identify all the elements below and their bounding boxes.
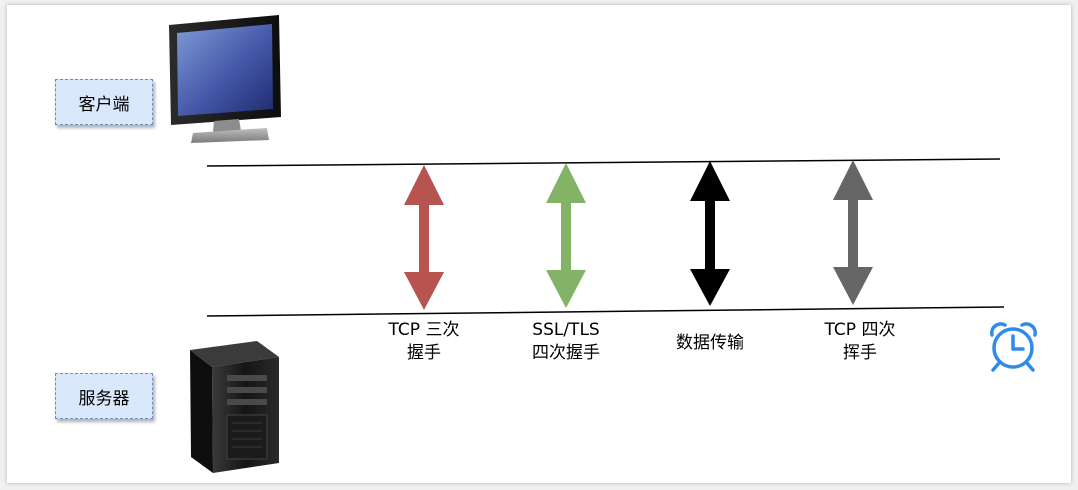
client-role-label: 客户端 — [78, 94, 130, 115]
server-timeline — [206, 306, 1005, 317]
tcp-teardown-arrow — [833, 160, 873, 305]
tcp-handshake-label: TCP 三次 握手 — [388, 320, 460, 363]
client-role-box: 客户端 — [55, 79, 153, 125]
diagram-canvas: 客户端 服务器 TCP 三次 握手 SSL/TLS 四次握手 数据传输 TCP … — [7, 5, 1071, 483]
data-transfer-arrow — [690, 161, 730, 306]
server-role-label: 服务器 — [78, 388, 130, 409]
desktop-monitor-icon — [169, 15, 281, 143]
ssl-tls-handshake-arrow — [546, 163, 586, 308]
tcp-handshake-arrow — [404, 165, 444, 310]
diagram-svg — [169, 15, 1037, 473]
data-transfer-label: 数据传输 — [676, 333, 744, 353]
server-tower-icon — [190, 341, 279, 473]
tcp-teardown-label: TCP 四次 挥手 — [824, 320, 896, 363]
server-role-box: 服务器 — [55, 373, 153, 419]
client-timeline — [206, 158, 1001, 167]
ssl-tls-handshake-label: SSL/TLS 四次握手 — [532, 320, 600, 363]
alarm-clock-icon — [990, 322, 1037, 372]
